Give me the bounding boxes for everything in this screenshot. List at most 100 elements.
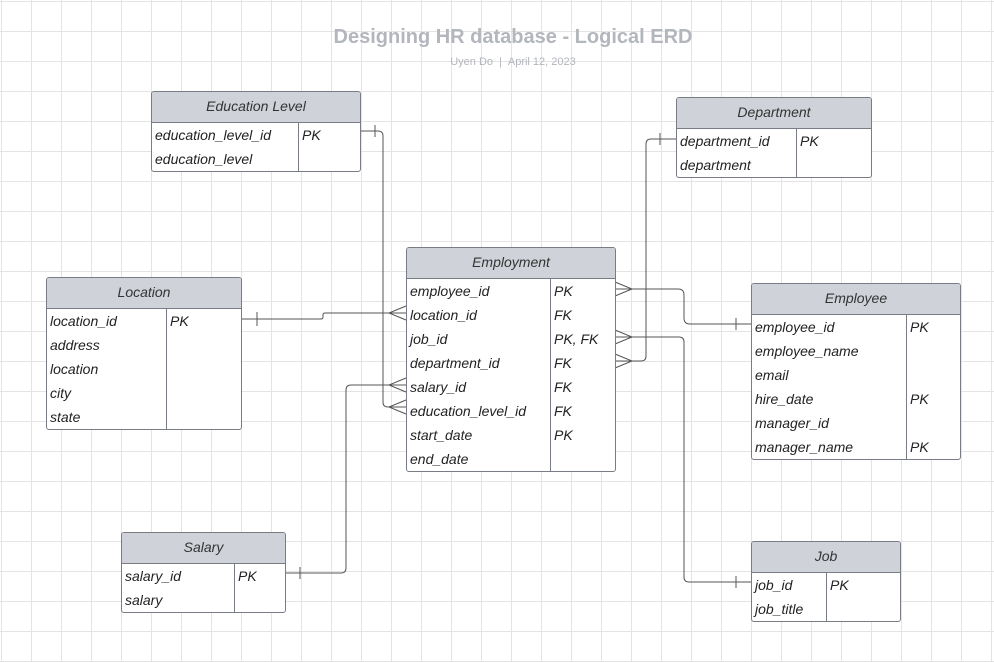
attribute-name: end_date [410, 451, 469, 467]
attribute-name: manager_name [755, 439, 854, 455]
attribute-row: education_level_id FK [407, 399, 615, 423]
attribute-row: location_id PK [47, 309, 241, 333]
entity-title: Job [752, 542, 900, 573]
attribute-row: location [47, 357, 241, 381]
attribute-key: FK [554, 403, 572, 419]
attribute-name: salary_id [125, 568, 182, 584]
attribute-row: location_id FK [407, 303, 615, 327]
attribute-row: education_level_id PK [152, 123, 360, 147]
attribute-row: manager_id [752, 411, 960, 435]
attribute-row: department [677, 153, 871, 177]
connector-job-employment[interactable] [614, 329, 751, 588]
attribute-row: email [752, 363, 960, 387]
column-divider [298, 123, 299, 171]
attribute-name: employee_name [755, 343, 859, 359]
connector-department-employment[interactable] [614, 133, 676, 369]
attribute-key: PK [238, 568, 257, 584]
attribute-row: city [47, 381, 241, 405]
attribute-row: address [47, 333, 241, 357]
attribute-row: job_title [752, 597, 900, 621]
diagram-subtitle: Uyen Do | April 12, 2023 [0, 56, 994, 68]
column-divider [234, 564, 235, 612]
connector-salary-employment[interactable] [285, 377, 407, 579]
attribute-key: PK [554, 427, 573, 443]
attribute-key: PK [302, 127, 321, 143]
attribute-name: state [50, 409, 81, 425]
attribute-key: PK [170, 313, 189, 329]
entity-department[interactable]: Department department_id PK department [676, 97, 872, 178]
attribute-name: salary_id [410, 379, 467, 395]
attribute-name: city [50, 385, 71, 401]
attribute-name: manager_id [755, 415, 829, 431]
entity-title: Department [677, 98, 871, 129]
attribute-name: email [755, 367, 789, 383]
attribute-key: PK, FK [554, 331, 599, 347]
entity-title: Location [47, 278, 241, 309]
attribute-name: location [50, 361, 99, 377]
attribute-name: department_id [680, 133, 770, 149]
attribute-key: PK [800, 133, 819, 149]
attribute-row: employee_id PK [407, 279, 615, 303]
diagram-title: Designing HR database - Logical ERD [333, 26, 693, 48]
author-name: Uyen Do [450, 56, 494, 68]
attribute-name: hire_date [755, 391, 814, 407]
connector-employee-employment[interactable] [614, 281, 751, 330]
attribute-key: PK [910, 391, 929, 407]
attribute-name: start_date [410, 427, 473, 443]
attribute-name: education_level [155, 151, 253, 167]
column-divider [166, 309, 167, 429]
entity-title: Employee [752, 284, 960, 315]
connector-education-level-employment[interactable] [360, 125, 407, 415]
entity-job[interactable]: Job job_id PK job_title [751, 541, 901, 622]
attribute-name: location_id [50, 313, 117, 329]
attribute-row: department_id PK [677, 129, 871, 153]
attribute-row: employee_name [752, 339, 960, 363]
column-divider [796, 129, 797, 177]
entity-title: Salary [122, 533, 285, 564]
attribute-row: manager_name PK [752, 435, 960, 459]
attribute-name: job_title [755, 601, 804, 617]
attribute-name: job_id [755, 577, 793, 593]
attribute-name: department [680, 157, 751, 173]
attribute-name: department_id [410, 355, 500, 371]
attribute-name: education_level_id [155, 127, 271, 143]
attribute-row: salary_id FK [407, 375, 615, 399]
attribute-row: employee_id PK [752, 315, 960, 339]
attribute-name: employee_id [755, 319, 835, 335]
attribute-row: end_date [407, 447, 615, 471]
entity-title: Employment [407, 248, 615, 279]
entity-salary[interactable]: Salary salary_id PK salary [121, 532, 286, 613]
attribute-name: address [50, 337, 100, 353]
column-divider [550, 279, 551, 471]
attribute-key: PK [830, 577, 849, 593]
connector-location-employment[interactable] [240, 305, 407, 326]
attribute-row: job_id PK [752, 573, 900, 597]
attribute-name: location_id [410, 307, 477, 323]
attribute-name: employee_id [410, 283, 490, 299]
column-divider [906, 315, 907, 459]
attribute-key: PK [554, 283, 573, 299]
attribute-name: job_id [410, 331, 448, 347]
attribute-row: state [47, 405, 241, 429]
attribute-key: PK [910, 439, 929, 455]
attribute-key: FK [554, 307, 572, 323]
column-divider [826, 573, 827, 621]
attribute-name: salary [125, 592, 163, 608]
attribute-row: job_id PK, FK [407, 327, 615, 351]
attribute-row: hire_date PK [752, 387, 960, 411]
attribute-row: start_date PK [407, 423, 615, 447]
diagram-date: April 12, 2023 [507, 56, 576, 68]
attribute-key: FK [554, 355, 572, 371]
attribute-row: education_level [152, 147, 360, 171]
attribute-name: education_level_id [410, 403, 526, 419]
attribute-key: FK [554, 379, 572, 395]
subtitle-separator: | [499, 56, 502, 68]
attribute-row: salary [122, 588, 285, 612]
attribute-row: department_id FK [407, 351, 615, 375]
attribute-key: PK [910, 319, 929, 335]
